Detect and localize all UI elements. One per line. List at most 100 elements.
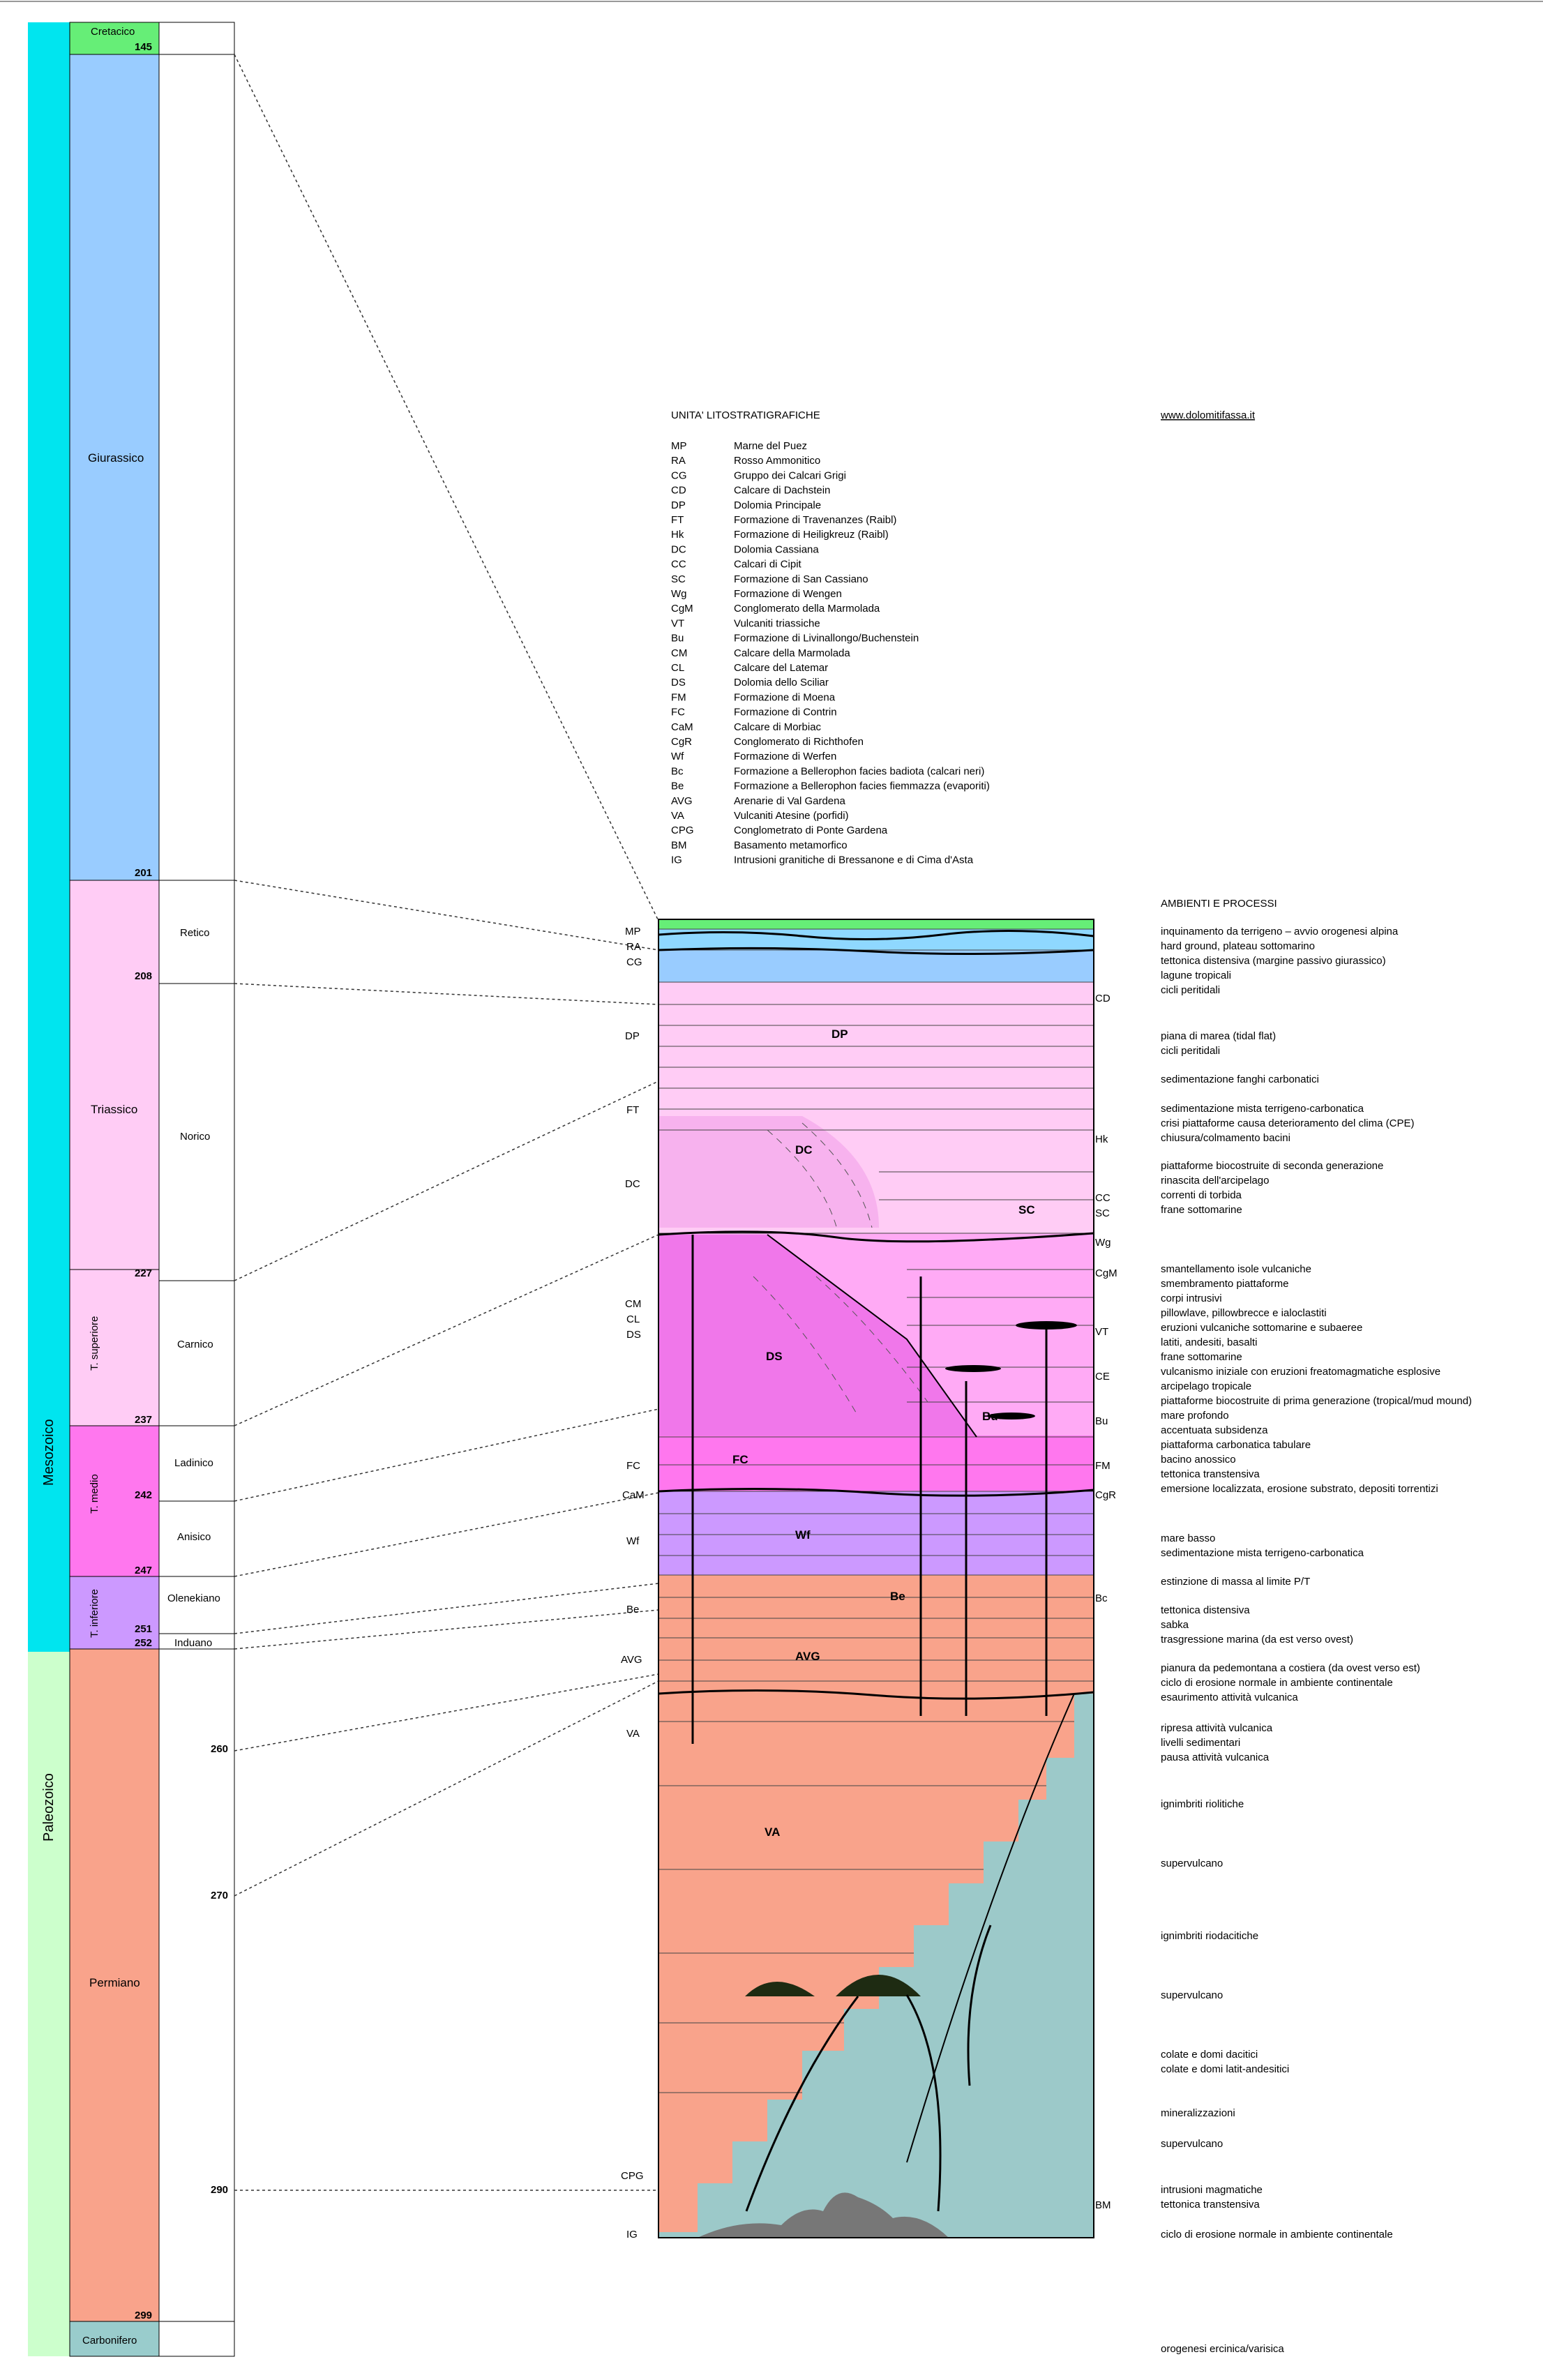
process-item: pianura da pedemontana a costiera (da ov…: [1161, 1662, 1420, 1674]
legend-name: Conglomerato della Marmolada: [734, 603, 880, 615]
era-paleozoico-label: Paleozoico: [41, 1773, 57, 1842]
process-item: livelli sedimentari: [1161, 1737, 1240, 1749]
legend-code: FM: [671, 691, 686, 703]
process-item: piattaforme biocostruite di seconda gene…: [1161, 1160, 1383, 1172]
process-item: ripresa attività vulcanica: [1161, 1722, 1273, 1734]
legend-code: DS: [671, 677, 686, 688]
right-label-cd: CD: [1095, 993, 1111, 1004]
stage-carnico: Carnico: [177, 1339, 213, 1350]
right-label-vt: VT: [1095, 1326, 1108, 1338]
legend-code: CgM: [671, 603, 693, 615]
process-item: smembramento piattaforme: [1161, 1278, 1288, 1290]
process-item: lagune tropicali: [1161, 970, 1231, 981]
left-label-cg: CG: [626, 956, 642, 968]
inner-label-ds: DS: [766, 1350, 783, 1363]
age-299: 299: [135, 2310, 152, 2321]
era-mesozoico-label: Mesozoico: [41, 1419, 57, 1486]
processes-title: AMBIENTI E PROCESSI: [1161, 898, 1277, 910]
process-item: bacino anossico: [1161, 1454, 1236, 1466]
process-item: smantellamento isole vulcaniche: [1161, 1263, 1311, 1275]
left-label-dp: DP: [625, 1030, 640, 1042]
process-item: colate e domi latit-andesitici: [1161, 2063, 1289, 2075]
strat-section: [658, 919, 1094, 2238]
left-label-cpg: CPG: [621, 2170, 644, 2182]
legend-name: Conglomerato di Richthofen: [734, 736, 864, 748]
process-item: vulcanismo iniziale con eruzioni freatom…: [1161, 1366, 1440, 1378]
process-item: sedimentazione mista terrigeno-carbonati…: [1161, 1547, 1364, 1559]
inner-label-be: Be: [890, 1590, 905, 1603]
legend-name: Formazione di Contrin: [734, 707, 837, 718]
legend-name: Formazione a Bellerophon facies badiota …: [734, 765, 984, 777]
right-label-cgm: CgM: [1095, 1267, 1117, 1279]
legend-name: Dolomia Principale: [734, 499, 821, 511]
right-label-fm: FM: [1095, 1460, 1111, 1472]
legend-code: VT: [671, 617, 684, 629]
legend-name: Calcari di Cipit: [734, 559, 802, 571]
process-item: mare profondo: [1161, 1410, 1229, 1422]
process-item: frane sottomarine: [1161, 1351, 1242, 1363]
legend-name: Calcare di Morbiac: [734, 721, 822, 733]
process-item: crisi piattaforme causa deterioramento d…: [1161, 1117, 1414, 1129]
legend-code: CD: [671, 485, 686, 497]
process-item: tettonica distensiva (margine passivo gi…: [1161, 955, 1386, 967]
left-label-mp: MP: [625, 926, 641, 937]
process-item: corpi intrusivi: [1161, 1293, 1222, 1304]
stage-olenekiano: Olenekiano: [167, 1592, 220, 1604]
process-item: mare basso: [1161, 1532, 1215, 1544]
right-label-sc: SC: [1095, 1207, 1110, 1219]
legend-code: BM: [671, 839, 687, 851]
process-item: estinzione di massa al limite P/T: [1161, 1576, 1310, 1588]
process-item: frane sottomarine: [1161, 1204, 1242, 1216]
inner-label-sc: SC: [1018, 1203, 1035, 1217]
inner-label-bu: Bu: [982, 1410, 998, 1423]
stage-ladinico: Ladinico: [174, 1457, 213, 1469]
stage-induano: Induano: [174, 1637, 212, 1649]
left-label-cm: CM: [625, 1298, 641, 1310]
process-item: cicli peritidali: [1161, 1045, 1220, 1057]
age-208: 208: [135, 970, 152, 982]
legend-name: Basamento metamorfico: [734, 839, 848, 851]
legend-name: Calcare del Latemar: [734, 662, 828, 674]
process-item: ciclo di erosione normale in ambiente co…: [1161, 2229, 1393, 2240]
process-item: tettonica transtensiva: [1161, 2199, 1260, 2210]
left-label-ra: RA: [626, 941, 641, 953]
process-item: piattaforma carbonatica tabulare: [1161, 1439, 1311, 1451]
legend-name: Formazione di Heiligkreuz (Raibl): [734, 529, 889, 541]
legend-code: CM: [671, 647, 687, 659]
process-item: supervulcano: [1161, 1858, 1223, 1869]
age-252: 252: [135, 1637, 152, 1649]
left-label-avg: AVG: [621, 1654, 642, 1666]
right-label-cgr: CgR: [1095, 1489, 1116, 1501]
inner-label-dp: DP: [831, 1027, 848, 1041]
process-item: colate e domi dacitici: [1161, 2049, 1258, 2061]
legend-name: Gruppo dei Calcari Grigi: [734, 469, 846, 481]
process-item: cicli peritidali: [1161, 984, 1220, 996]
legend-name: Vulcaniti Atesine (porfidi): [734, 810, 849, 822]
process-item: sedimentazione fanghi carbonatici: [1161, 1074, 1319, 1085]
period-giurassico-label: Giurassico: [88, 451, 144, 465]
process-item: piana di marea (tidal flat): [1161, 1030, 1276, 1042]
legend-code: Bu: [671, 633, 684, 645]
process-item: piattaforme biocostruite di prima genera…: [1161, 1395, 1472, 1407]
epoch-t-superiore-label: T. superiore: [89, 1316, 100, 1371]
legend-code: DC: [671, 543, 686, 555]
website-link[interactable]: www.dolomitifassa.it: [1160, 409, 1256, 421]
age-201: 201: [135, 867, 152, 879]
legend-code: CgR: [671, 736, 692, 748]
era-column: Mesozoico Paleozoico: [28, 22, 70, 2356]
legend-code: Wg: [671, 588, 687, 600]
stage-norico: Norico: [180, 1131, 210, 1143]
period-triassico-label: Triassico: [91, 1103, 137, 1116]
section-frame: [658, 919, 1094, 2238]
left-label-ft: FT: [626, 1104, 639, 1116]
age-251: 251: [135, 1623, 152, 1635]
epoch-t-medio: [69, 1425, 160, 1577]
stage-column-box: [158, 22, 235, 2357]
right-label-bm: BM: [1095, 2199, 1111, 2211]
legend-code: RA: [671, 455, 686, 467]
right-label-cc: CC: [1095, 1192, 1111, 1204]
legend-name: Formazione a Bellerophon facies fiemmazz…: [734, 781, 990, 792]
process-item: inquinamento da terrigeno – avvio orogen…: [1161, 926, 1399, 937]
